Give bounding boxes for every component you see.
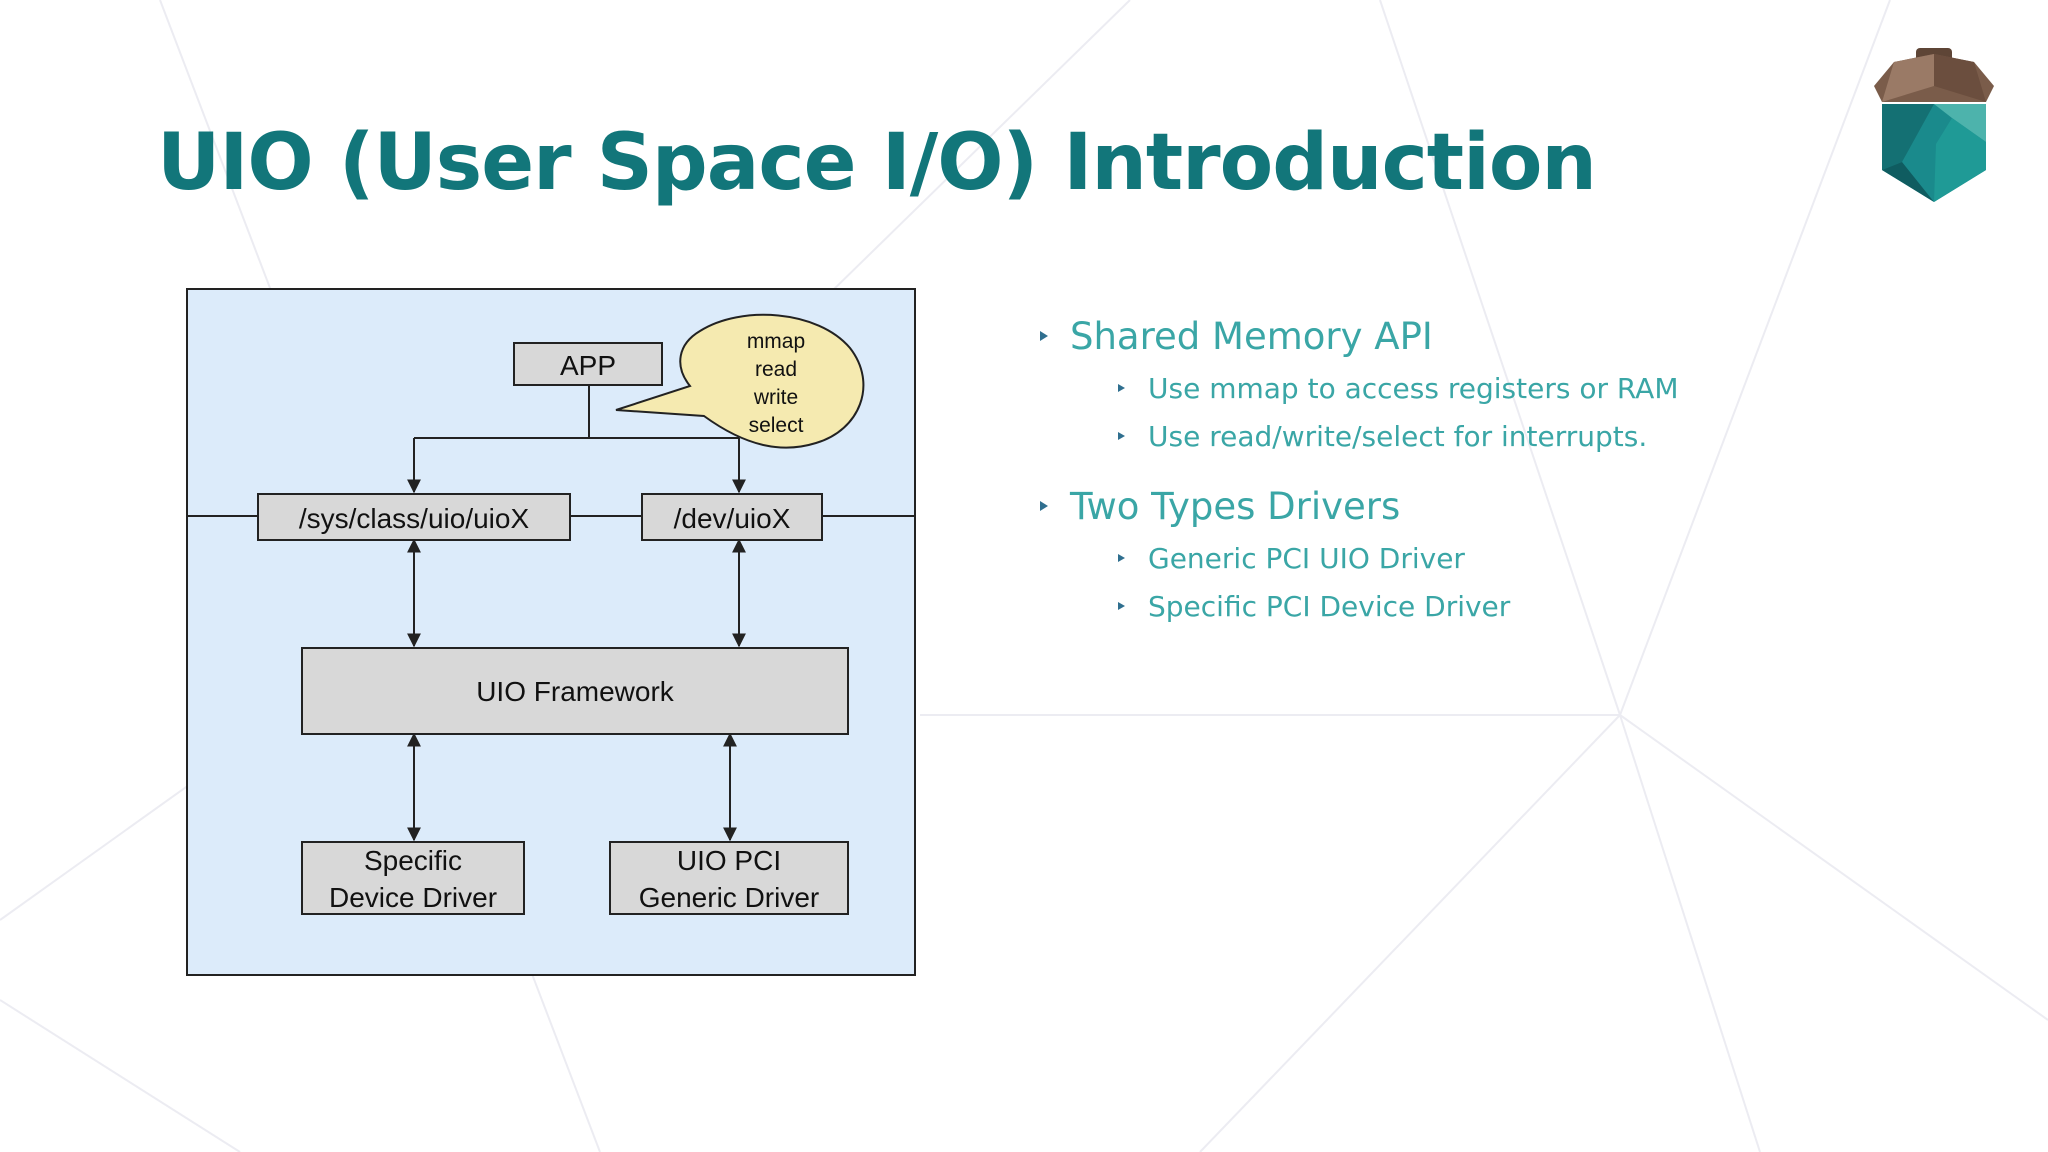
bullet-item: Shared Memory API — [1040, 308, 2000, 364]
sub-bullet-text: Specific PCI Device Driver — [1148, 589, 1511, 623]
specific-driver-box — [301, 841, 525, 915]
callout-line-4: select — [749, 414, 804, 437]
bullet-triangle-icon — [1118, 432, 1125, 440]
uio-architecture-diagram: APP /sys/class/uio/uioX /dev/uioX UIO Fr… — [186, 288, 916, 976]
page-title: UIO (User Space I/O) Introduction — [157, 118, 1597, 208]
acorn-logo-icon — [1874, 48, 1994, 202]
bullet-text: Shared Memory API — [1070, 314, 1433, 358]
uio-pci-driver-box — [609, 841, 849, 915]
sys-class-label: /sys/class/uio/uioX — [299, 503, 530, 534]
bullet-triangle-icon — [1118, 602, 1125, 610]
app-box — [513, 342, 663, 386]
sub-bullet-text: Use mmap to access registers or RAM — [1148, 371, 1679, 405]
sub-bullet-item: Use mmap to access registers or RAM — [1040, 364, 2000, 412]
uio-pci-driver-label-2: Generic Driver — [639, 882, 819, 913]
specific-driver-label-2: Device Driver — [329, 882, 497, 913]
bullet-triangle-icon — [1040, 501, 1048, 511]
sub-bullet-text: Generic PCI UIO Driver — [1148, 541, 1465, 575]
bullet-triangle-icon — [1118, 554, 1125, 562]
specific-driver-label-1: Specific — [364, 845, 462, 876]
sys-class-box — [257, 493, 571, 541]
callout-line-2: read — [755, 358, 797, 381]
dev-uiox-label: /dev/uioX — [674, 503, 791, 534]
app-label: APP — [560, 350, 616, 381]
bullet-list: Shared Memory API Use mmap to access reg… — [1040, 308, 2000, 648]
callout-bubble — [615, 313, 865, 449]
callout-line-1: mmap — [747, 330, 805, 353]
sub-bullet-item: Specific PCI Device Driver — [1040, 582, 2000, 630]
dev-uiox-box — [641, 493, 823, 541]
bullet-triangle-icon — [1118, 384, 1125, 392]
bullet-item: Two Types Drivers — [1040, 478, 2000, 534]
sub-bullet-text: Use read/write/select for interrupts. — [1148, 419, 1648, 453]
callout-line-3: write — [753, 386, 798, 409]
bullet-triangle-icon — [1040, 331, 1048, 341]
uio-framework-box — [301, 647, 849, 735]
sub-bullet-item: Use read/write/select for interrupts. — [1040, 412, 2000, 460]
uio-framework-label: UIO Framework — [476, 676, 675, 707]
bullet-group-driver-types: Two Types Drivers Generic PCI UIO Driver… — [1040, 478, 2000, 630]
sub-bullet-item: Generic PCI UIO Driver — [1040, 534, 2000, 582]
uio-pci-driver-label-1: UIO PCI — [677, 845, 781, 876]
bullet-group-shared-memory: Shared Memory API Use mmap to access reg… — [1040, 308, 2000, 460]
bullet-text: Two Types Drivers — [1070, 484, 1401, 528]
